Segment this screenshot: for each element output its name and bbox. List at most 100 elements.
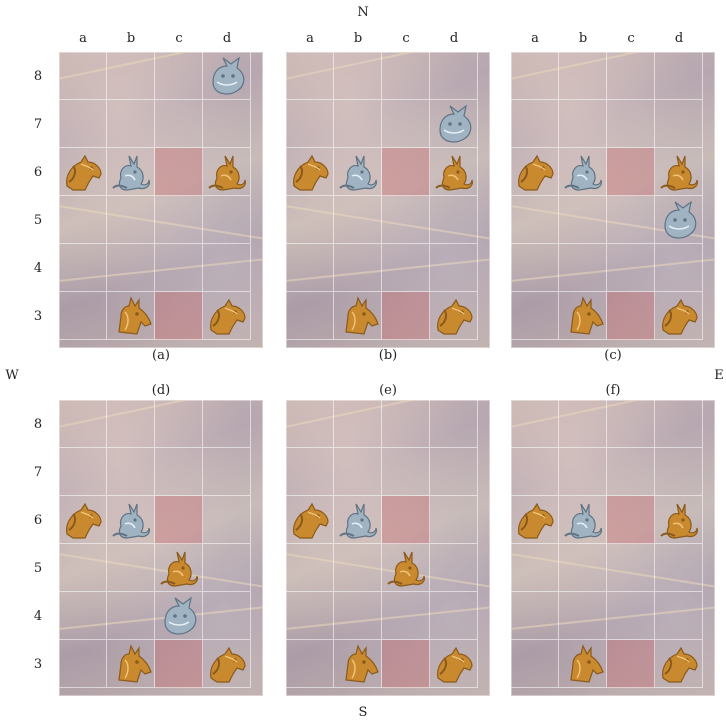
gold-rabbit-piece[interactable] xyxy=(155,544,203,592)
board-a xyxy=(59,52,263,348)
rank-label-4: 4 xyxy=(28,262,48,275)
board-d xyxy=(59,400,263,696)
square-c5 xyxy=(607,196,655,244)
square-a8 xyxy=(511,400,559,448)
silver-rabbit-piece[interactable] xyxy=(559,496,607,544)
gold-horse-piece[interactable] xyxy=(655,640,703,688)
square-c8 xyxy=(382,400,430,448)
square-c3 xyxy=(607,640,655,688)
gold-dog-piece[interactable] xyxy=(107,640,155,688)
square-a4 xyxy=(59,592,107,640)
square-c8 xyxy=(155,400,203,448)
silver-cat-piece[interactable] xyxy=(655,196,703,244)
gold-rabbit-piece[interactable] xyxy=(655,496,703,544)
square-c7 xyxy=(382,100,430,148)
gold-horse-piece[interactable] xyxy=(430,640,478,688)
file-label-d: d xyxy=(655,32,703,45)
file-label-c: c xyxy=(155,32,203,45)
gold-horse-piece[interactable] xyxy=(655,292,703,340)
square-c3 xyxy=(607,292,655,340)
silver-rabbit-piece[interactable] xyxy=(107,148,155,196)
square-a5 xyxy=(511,544,559,592)
rank-label-4: 4 xyxy=(28,610,48,623)
gold-horse-piece[interactable] xyxy=(59,148,107,196)
gold-horse-piece[interactable] xyxy=(511,496,559,544)
square-c6 xyxy=(607,496,655,544)
silver-rabbit-piece[interactable] xyxy=(559,148,607,196)
board-caption: (e) xyxy=(356,384,420,397)
gold-horse-piece[interactable] xyxy=(430,292,478,340)
square-a8 xyxy=(286,400,334,448)
square-b7 xyxy=(107,448,155,496)
square-b7 xyxy=(107,100,155,148)
file-label-d: d xyxy=(430,32,478,45)
square-a8 xyxy=(59,52,107,100)
square-c6 xyxy=(155,148,203,196)
square-a8 xyxy=(59,400,107,448)
gold-horse-piece[interactable] xyxy=(203,640,251,688)
square-c4 xyxy=(155,244,203,292)
square-d8 xyxy=(655,52,703,100)
gold-horse-piece[interactable] xyxy=(59,496,107,544)
square-a8 xyxy=(286,52,334,100)
square-d7 xyxy=(655,100,703,148)
board-caption: (f) xyxy=(581,384,645,397)
square-d4 xyxy=(430,592,478,640)
gold-dog-piece[interactable] xyxy=(107,292,155,340)
square-d8 xyxy=(203,400,251,448)
board-f xyxy=(511,400,715,696)
square-d4 xyxy=(203,592,251,640)
square-c8 xyxy=(382,52,430,100)
gold-rabbit-piece[interactable] xyxy=(430,148,478,196)
square-c6 xyxy=(382,148,430,196)
file-label-a: a xyxy=(286,32,334,45)
square-c5 xyxy=(155,196,203,244)
rank-label-8: 8 xyxy=(28,70,48,83)
square-a8 xyxy=(511,52,559,100)
square-b4 xyxy=(107,592,155,640)
square-c4 xyxy=(607,592,655,640)
square-d7 xyxy=(203,448,251,496)
square-d7 xyxy=(203,100,251,148)
square-c5 xyxy=(382,196,430,244)
gold-horse-piece[interactable] xyxy=(286,496,334,544)
board-caption: (a) xyxy=(129,349,193,362)
square-b7 xyxy=(559,448,607,496)
gold-dog-piece[interactable] xyxy=(559,640,607,688)
silver-cat-piece[interactable] xyxy=(430,100,478,148)
square-c8 xyxy=(155,52,203,100)
board-c xyxy=(511,52,715,348)
square-c5 xyxy=(607,544,655,592)
square-b7 xyxy=(334,100,382,148)
board-caption: (c) xyxy=(581,349,645,362)
square-a5 xyxy=(286,544,334,592)
gold-horse-piece[interactable] xyxy=(511,148,559,196)
square-c6 xyxy=(382,496,430,544)
square-a3 xyxy=(511,292,559,340)
gold-horse-piece[interactable] xyxy=(286,148,334,196)
square-a5 xyxy=(511,196,559,244)
square-b8 xyxy=(107,400,155,448)
east-label: E xyxy=(712,369,726,382)
square-a5 xyxy=(59,196,107,244)
silver-rabbit-piece[interactable] xyxy=(334,496,382,544)
silver-cat-piece[interactable] xyxy=(155,592,203,640)
gold-rabbit-piece[interactable] xyxy=(203,148,251,196)
square-d5 xyxy=(430,196,478,244)
gold-dog-piece[interactable] xyxy=(334,640,382,688)
square-d8 xyxy=(655,400,703,448)
silver-rabbit-piece[interactable] xyxy=(107,496,155,544)
silver-cat-piece[interactable] xyxy=(203,52,251,100)
gold-horse-piece[interactable] xyxy=(203,292,251,340)
square-c7 xyxy=(607,448,655,496)
gold-dog-piece[interactable] xyxy=(559,292,607,340)
gold-rabbit-piece[interactable] xyxy=(382,544,430,592)
square-b4 xyxy=(334,244,382,292)
square-b7 xyxy=(559,100,607,148)
gold-dog-piece[interactable] xyxy=(334,292,382,340)
silver-rabbit-piece[interactable] xyxy=(334,148,382,196)
square-a4 xyxy=(511,592,559,640)
square-a3 xyxy=(59,292,107,340)
file-label-d: d xyxy=(203,32,251,45)
gold-rabbit-piece[interactable] xyxy=(655,148,703,196)
